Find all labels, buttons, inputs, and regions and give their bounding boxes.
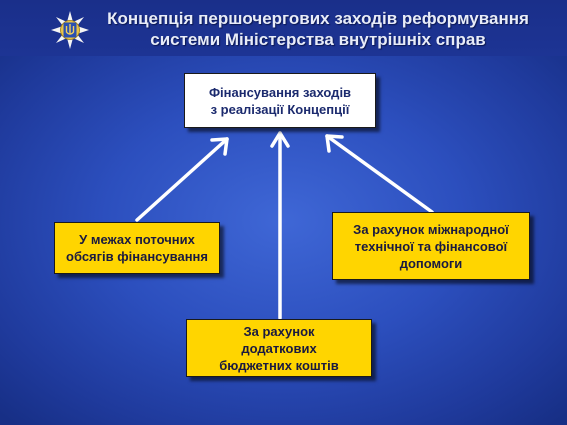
funding-box-line-1: Фінансування заходів xyxy=(208,84,352,100)
arrow-center-head xyxy=(270,131,290,148)
international-aid-line-1: За рахунок міжнародної xyxy=(353,221,509,237)
header-bar xyxy=(0,0,567,56)
current-funding-line-1: У межах поточних xyxy=(79,232,195,247)
additional-budget-line-1: За рахунок xyxy=(243,323,315,339)
arrow-right-head xyxy=(325,134,344,153)
current-funding-line-2: обсягів фінансування xyxy=(66,249,208,264)
arrow-left-head xyxy=(210,137,229,156)
additional-budget-line-2: додаткових xyxy=(241,340,317,356)
additional-budget-line-3: бюджетних коштів xyxy=(219,357,339,373)
additional-budget-box: За рахунок додаткових бюджетних коштів xyxy=(186,319,372,377)
title-line-2: системи Міністерства внутрішніх справ xyxy=(150,30,486,49)
funding-box: Фінансування заходів з реалізації Концеп… xyxy=(184,73,376,128)
title-line-1: Концепція першочергових заходів реформув… xyxy=(107,9,529,28)
funding-box-line-2: з реалізації Концепції xyxy=(210,101,350,117)
international-aid-line-2: технічної та фінансової xyxy=(354,238,508,254)
arrow-left xyxy=(135,137,229,222)
current-funding-box: У межах поточних обсягів фінансування xyxy=(54,222,220,274)
international-aid-box: За рахунок міжнародної технічної та фіна… xyxy=(332,212,530,280)
international-aid-line-3: допомоги xyxy=(399,255,463,271)
trident-star-icon xyxy=(51,11,89,49)
page-title: Концепція першочергових заходів реформув… xyxy=(98,8,538,50)
arrow-right xyxy=(325,134,434,214)
